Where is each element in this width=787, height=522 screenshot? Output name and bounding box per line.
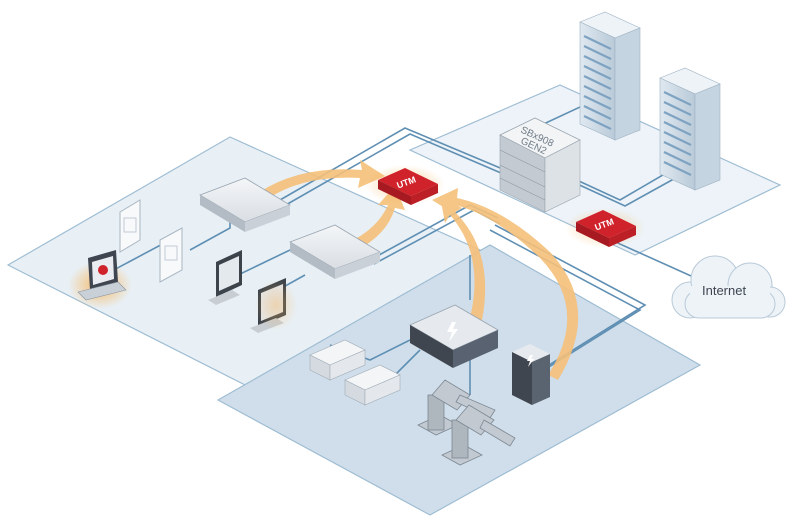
industrial-switch-icon xyxy=(409,304,499,368)
robot-arm-icon xyxy=(417,379,516,466)
flow-arrow-office-2 xyxy=(330,186,405,258)
industrial-zone xyxy=(216,244,702,516)
flow-arrow-industrial-1 xyxy=(440,196,486,320)
ups-power-cabinet-icon xyxy=(512,344,550,405)
wall-access-point-icon xyxy=(119,199,183,283)
flow-arrow-industrial-2 xyxy=(432,188,579,380)
desktop-workstation-icon xyxy=(208,250,298,333)
datacenter-zone xyxy=(408,84,782,256)
traffic-flow-arrows xyxy=(258,160,579,380)
server-rack-icon xyxy=(579,11,721,191)
utm-firewall-edge-icon: UTM xyxy=(565,208,645,248)
laptop-malware-icon xyxy=(68,250,132,309)
core-switch-stack-icon: SBx908 GEN2 xyxy=(499,117,581,213)
access-switch-icon xyxy=(199,177,381,279)
cctv-camera-icon xyxy=(309,339,401,406)
utm-firewall-icon: UTM xyxy=(365,165,445,205)
flow-arrow-office-1 xyxy=(258,160,385,200)
internet-cloud-icon: Internet xyxy=(671,255,786,319)
office-zone xyxy=(6,136,482,391)
internet-label: Internet xyxy=(702,283,746,298)
